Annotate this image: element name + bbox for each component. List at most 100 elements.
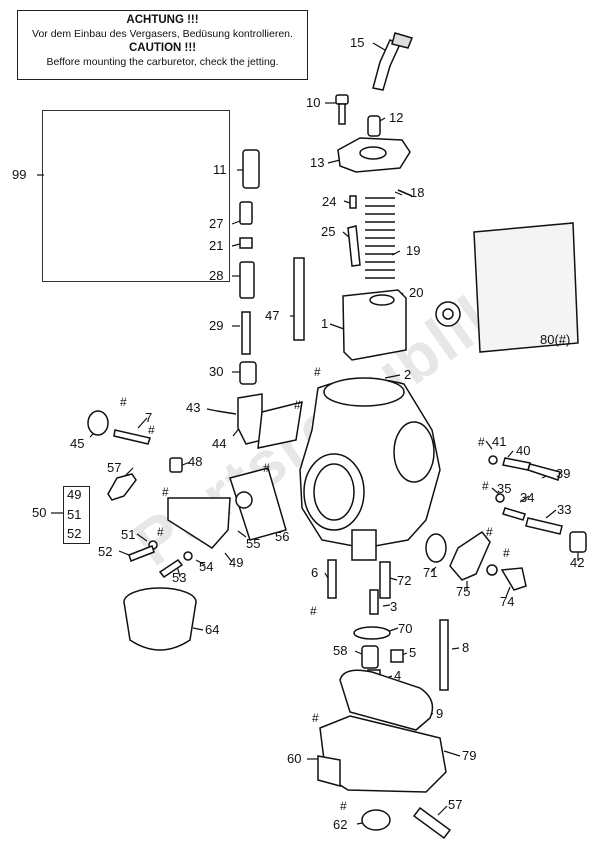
warning-text-de: Vor dem Einbau des Vergasers, Bedüsung k… [32,28,293,40]
hash-mark: # [503,546,510,560]
part-label-6: 6 [311,565,319,580]
part-label-99: 99 [12,167,27,182]
part-19-spring [365,197,395,279]
part-label-49: 49 [229,555,244,570]
part-label-20: 20 [409,285,424,300]
part-39-screw [527,463,561,481]
part-label-75: 75 [456,584,471,599]
part-label-18: 18 [410,185,425,200]
hash-mark: # [478,435,485,449]
part-label-33: 33 [557,502,572,517]
part-label-71: 71 [423,565,438,580]
part-label-55: 55 [246,536,261,551]
part-25-lever [347,225,361,267]
part-label-53: 53 [172,570,187,585]
gear-icon [435,301,461,327]
part-label-5: 5 [409,645,417,660]
part-label-27: 27 [209,216,224,231]
part-label-12: 12 [389,110,404,125]
body-outlet [393,421,435,483]
part-7-screw [113,429,151,445]
part-18-pin [397,189,413,197]
hash-mark: # [312,711,319,725]
part-9-float [339,669,434,731]
part-label-45: 45 [70,436,85,451]
part-label-39: 39 [556,466,571,481]
body-top-flange [323,377,405,407]
part-label-52-boxed: 52 [67,526,82,541]
part-label-47: 47 [265,308,280,323]
part-label-2: 2 [404,367,412,382]
part-label-35: 35 [497,481,512,496]
part-55-choke-housing [167,497,231,549]
warning-title-de: ACHTUNG !!! [126,14,199,26]
part-20-washer [369,294,395,306]
part-80-documentation [473,222,579,353]
part-54-washer [183,551,193,561]
part-21-nut [239,237,253,249]
part-71-disc [425,533,447,563]
hash-mark: # [120,395,127,409]
part-29-needle [241,311,251,355]
part-64-ring-body [123,601,197,651]
hash-mark: # [263,461,270,475]
part-label-41: 41 [492,434,507,449]
part-12-sleeve [367,115,381,137]
part-60-bowl-side [317,755,341,787]
part-44-plate [257,400,303,449]
warning-title-en: CAUTION !!! [128,42,197,54]
hash-mark: # [162,485,169,499]
part-label-51: 51 [121,527,136,542]
hash-mark: # [486,525,493,539]
hash-mark: # [310,604,317,618]
part-52-screw [128,545,155,562]
part-label-9: 9 [436,706,444,721]
part-13-cover-boss [359,146,387,160]
part-label-51-boxed: 51 [67,507,82,522]
part-75-elbow [449,530,491,581]
part-label-50: 50 [32,505,47,520]
part-74-fitting [500,567,527,591]
part-10-screw-head [335,94,349,105]
part-53-bolt [158,558,184,579]
part-48-cap [169,457,183,473]
part-label-44: 44 [212,436,227,451]
part-34-spring [502,507,526,521]
part-label-49-boxed: 49 [67,487,82,502]
part-label-80: 80(#) [540,332,571,347]
part-33-screw [525,517,563,535]
part-label-25: 25 [321,224,336,239]
part-27-jet [239,201,253,225]
part-label-72: 72 [397,573,412,588]
hash-mark: # [148,423,155,437]
part-label-30: 30 [209,364,224,379]
part-24-clip [349,195,357,209]
part-label-79: 79 [462,748,477,763]
part-3-jet [369,589,379,615]
part-74-washer [486,564,498,576]
warning-text-en: Beffore mounting the carburetor, check t… [46,56,279,68]
part-8-screw [439,619,449,691]
part-43-bolt [216,410,237,415]
part-15-hose-end [391,32,414,49]
part-label-19: 19 [406,243,421,258]
part-label-60: 60 [287,751,302,766]
body-lower-neck [351,529,377,561]
part-56-plate [229,467,287,541]
part-15-hose [372,39,402,91]
part-label-24: 24 [322,194,337,209]
part-35-oring [495,493,505,503]
part-label-3: 3 [390,599,398,614]
part-56-boss [235,491,253,509]
part-72-jet [379,561,391,599]
part-label-21: 21 [209,238,224,253]
part-label-8: 8 [462,640,470,655]
part-11-guide [242,149,260,189]
part-label-54: 54 [199,559,214,574]
part-label-43: 43 [186,400,201,415]
part-label-57-upper: 57 [107,460,122,475]
hash-mark: # [314,365,321,379]
part-label-48: 48 [188,454,203,469]
part-41-oring [488,455,498,465]
